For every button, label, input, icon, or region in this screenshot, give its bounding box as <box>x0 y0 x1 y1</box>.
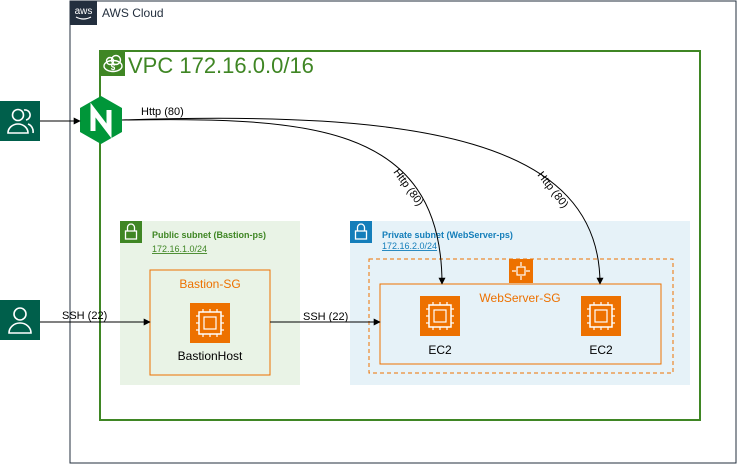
users-icon <box>0 101 40 141</box>
http-edge-label: Http (80) <box>535 169 571 210</box>
vpc-label: VPC 172.16.0.0/16 <box>128 53 314 78</box>
public-subnet-title: Public subnet (Bastion-ps) <box>152 230 266 240</box>
private-subnet: Private subnet (WebServer-ps) 172.16.2.0… <box>350 221 690 385</box>
aws-logo-text: aws <box>75 6 93 17</box>
private-subnet-title: Private subnet (WebServer-ps) <box>382 230 513 240</box>
auto-scaling-group <box>368 258 674 374</box>
aws-cloud-group: aws AWS Cloud <box>69 0 737 464</box>
svg-text:$: $ <box>111 63 116 72</box>
ssh-edge-label: SSH (22) <box>303 311 348 323</box>
aws-cloud-label: AWS Cloud <box>102 6 164 20</box>
ec2-icon <box>581 296 621 336</box>
public-subnet-cidr: 172.16.1.0/24 <box>152 244 207 254</box>
lock-icon <box>120 221 142 243</box>
ec2-label: EC2 <box>428 343 452 357</box>
ec2-bastion-host: BastionHost <box>178 303 243 363</box>
ssh-edge-label: SSH (22) <box>62 310 107 322</box>
bastion-sg-label: Bastion-SG <box>179 277 240 291</box>
webserver-sg-label: WebServer-SG <box>479 291 560 305</box>
autoscaling-group-icon <box>509 259 533 283</box>
user-icon <box>0 300 40 340</box>
ec2-webserver-b: EC2 <box>581 296 621 357</box>
http-edge-label: Http (80) <box>391 167 426 209</box>
vpc-icon: $ <box>101 52 125 76</box>
ec2-icon <box>420 296 460 336</box>
vpc-group: $ VPC 172.16.0.0/16 <box>99 50 701 421</box>
ec2-label: EC2 <box>589 343 613 357</box>
edge-nginx-to-ec2-a <box>121 119 446 285</box>
nginx-icon <box>80 96 122 144</box>
private-subnet-cidr: 172.16.2.0/24 <box>382 241 437 251</box>
http-edge-label: Http (80) <box>141 106 184 118</box>
edge-nginx-to-ec2-b <box>121 117 604 285</box>
ec2-webserver-a: EC2 <box>420 296 460 357</box>
bastion-host-label: BastionHost <box>178 349 243 363</box>
ec2-icon <box>190 303 230 343</box>
aws-logo-icon: aws <box>70 1 97 25</box>
lock-icon <box>350 221 372 243</box>
